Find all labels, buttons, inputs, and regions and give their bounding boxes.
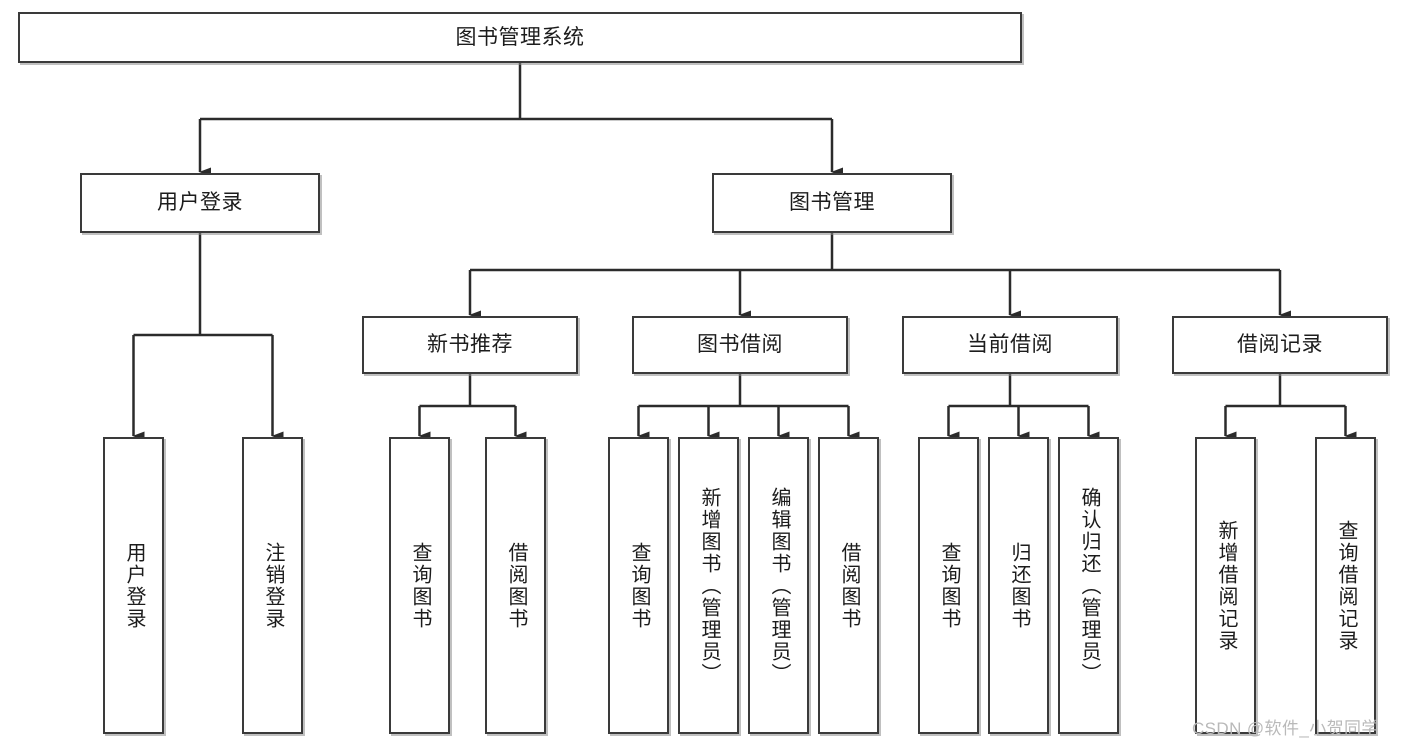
- node-book-borrow[interactable]: 图书借阅: [632, 316, 848, 374]
- node-label-leaf-add-book: 新增图书（管理员）: [698, 486, 720, 685]
- node-leaf-add-book[interactable]: 新增图书（管理员）: [678, 437, 739, 734]
- node-leaf-query-record[interactable]: 查询借阅记录: [1315, 437, 1376, 734]
- node-label-leaf-add-record: 新增借阅记录: [1215, 519, 1237, 652]
- node-leaf-user-login[interactable]: 用户登录: [103, 437, 164, 734]
- node-label-book-manage: 图书管理: [789, 191, 875, 215]
- node-new-book-rec[interactable]: 新书推荐: [362, 316, 578, 374]
- node-label-leaf-borrow-book-1: 借阅图书: [505, 541, 527, 630]
- node-leaf-query-book-1[interactable]: 查询图书: [389, 437, 450, 734]
- node-root[interactable]: 图书管理系统: [18, 12, 1022, 63]
- node-label-leaf-query-book-3: 查询图书: [938, 541, 960, 630]
- node-leaf-borrow-book-1[interactable]: 借阅图书: [485, 437, 546, 734]
- node-leaf-confirm-return[interactable]: 确认归还（管理员）: [1058, 437, 1119, 734]
- node-label-leaf-query-book-1: 查询图书: [409, 541, 431, 630]
- node-label-leaf-return-book: 归还图书: [1008, 541, 1030, 630]
- node-label-leaf-confirm-return: 确认归还（管理员）: [1078, 486, 1100, 685]
- node-label-current-borrow: 当前借阅: [967, 333, 1053, 357]
- node-leaf-add-record[interactable]: 新增借阅记录: [1195, 437, 1256, 734]
- node-label-leaf-query-book-2: 查询图书: [628, 541, 650, 630]
- node-leaf-return-book[interactable]: 归还图书: [988, 437, 1049, 734]
- node-user-login[interactable]: 用户登录: [80, 173, 320, 233]
- node-borrow-record[interactable]: 借阅记录: [1172, 316, 1388, 374]
- node-book-manage[interactable]: 图书管理: [712, 173, 952, 233]
- node-leaf-query-book-3[interactable]: 查询图书: [918, 437, 979, 734]
- node-label-leaf-query-record: 查询借阅记录: [1335, 519, 1357, 652]
- node-label-leaf-logout: 注销登录: [262, 541, 284, 630]
- node-leaf-logout[interactable]: 注销登录: [242, 437, 303, 734]
- connector-lines: [132, 63, 1357, 441]
- node-current-borrow[interactable]: 当前借阅: [902, 316, 1118, 374]
- node-label-leaf-borrow-book-2: 借阅图书: [838, 541, 860, 630]
- node-leaf-edit-book[interactable]: 编辑图书（管理员）: [748, 437, 809, 734]
- node-label-leaf-user-login: 用户登录: [123, 541, 145, 630]
- node-label-borrow-record: 借阅记录: [1237, 333, 1323, 357]
- node-label-root: 图书管理系统: [455, 25, 585, 49]
- node-leaf-borrow-book-2[interactable]: 借阅图书: [818, 437, 879, 734]
- node-label-new-book-rec: 新书推荐: [427, 333, 513, 357]
- node-label-book-borrow: 图书借阅: [697, 333, 783, 357]
- node-leaf-query-book-2[interactable]: 查询图书: [608, 437, 669, 734]
- node-label-leaf-edit-book: 编辑图书（管理员）: [768, 486, 790, 685]
- node-label-user-login: 用户登录: [157, 191, 243, 215]
